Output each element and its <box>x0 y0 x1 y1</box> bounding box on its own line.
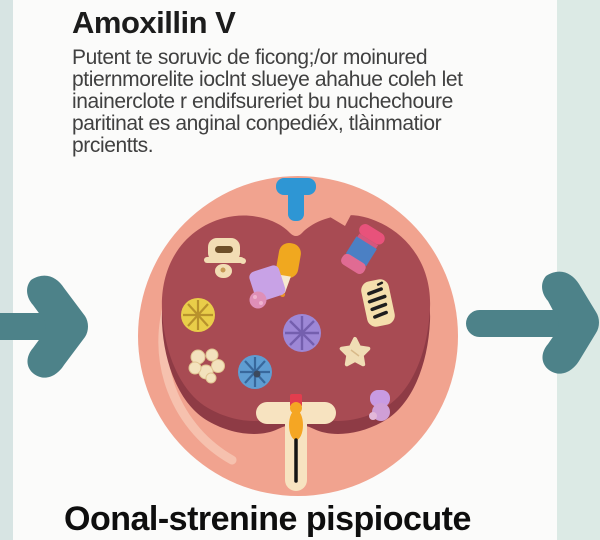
right-arrow-icon <box>466 271 599 374</box>
body-text-line: prcientts. <box>72 134 154 158</box>
funnel-inlet-icon <box>276 178 316 221</box>
body-text-line: inainerclote r endifsureriet bu nuchecho… <box>72 90 453 114</box>
footer-block: Oonal-strenine pispiocute <box>64 500 584 538</box>
right-edge-band <box>557 0 600 540</box>
header-block: Amoxillin V Putent te soruvic de ficong;… <box>72 5 542 158</box>
left-arrow-icon <box>0 275 88 378</box>
star-icon <box>339 337 371 367</box>
purple-blob-icon <box>369 390 390 421</box>
popcorn-cluster-icon <box>188 348 225 384</box>
citrus-purple-icon <box>283 314 321 352</box>
lobe-notch <box>330 209 354 226</box>
page-title: Amoxillin V <box>72 5 236 40</box>
left-edge-band <box>0 0 13 540</box>
body-text-line: Putent te soruvic de ficong;/or moinured <box>72 46 428 70</box>
flask-icon <box>249 265 286 309</box>
body-text-line: ptiernmorelite ioclnt slueye ahahue cole… <box>72 68 463 92</box>
dropper-outlet-icon <box>256 394 336 491</box>
body-text-line: paritinat es anginal conpediéx, tlàinmat… <box>72 112 442 136</box>
striped-pill-bottle-icon <box>361 279 395 327</box>
citrus-blue-icon <box>238 355 272 389</box>
tooth-dispenser-icon <box>204 238 246 278</box>
citrus-yellow-icon <box>181 298 215 332</box>
pill-bottle-icon <box>341 224 385 275</box>
footer-title: Oonal-strenine pispiocute <box>64 500 471 538</box>
